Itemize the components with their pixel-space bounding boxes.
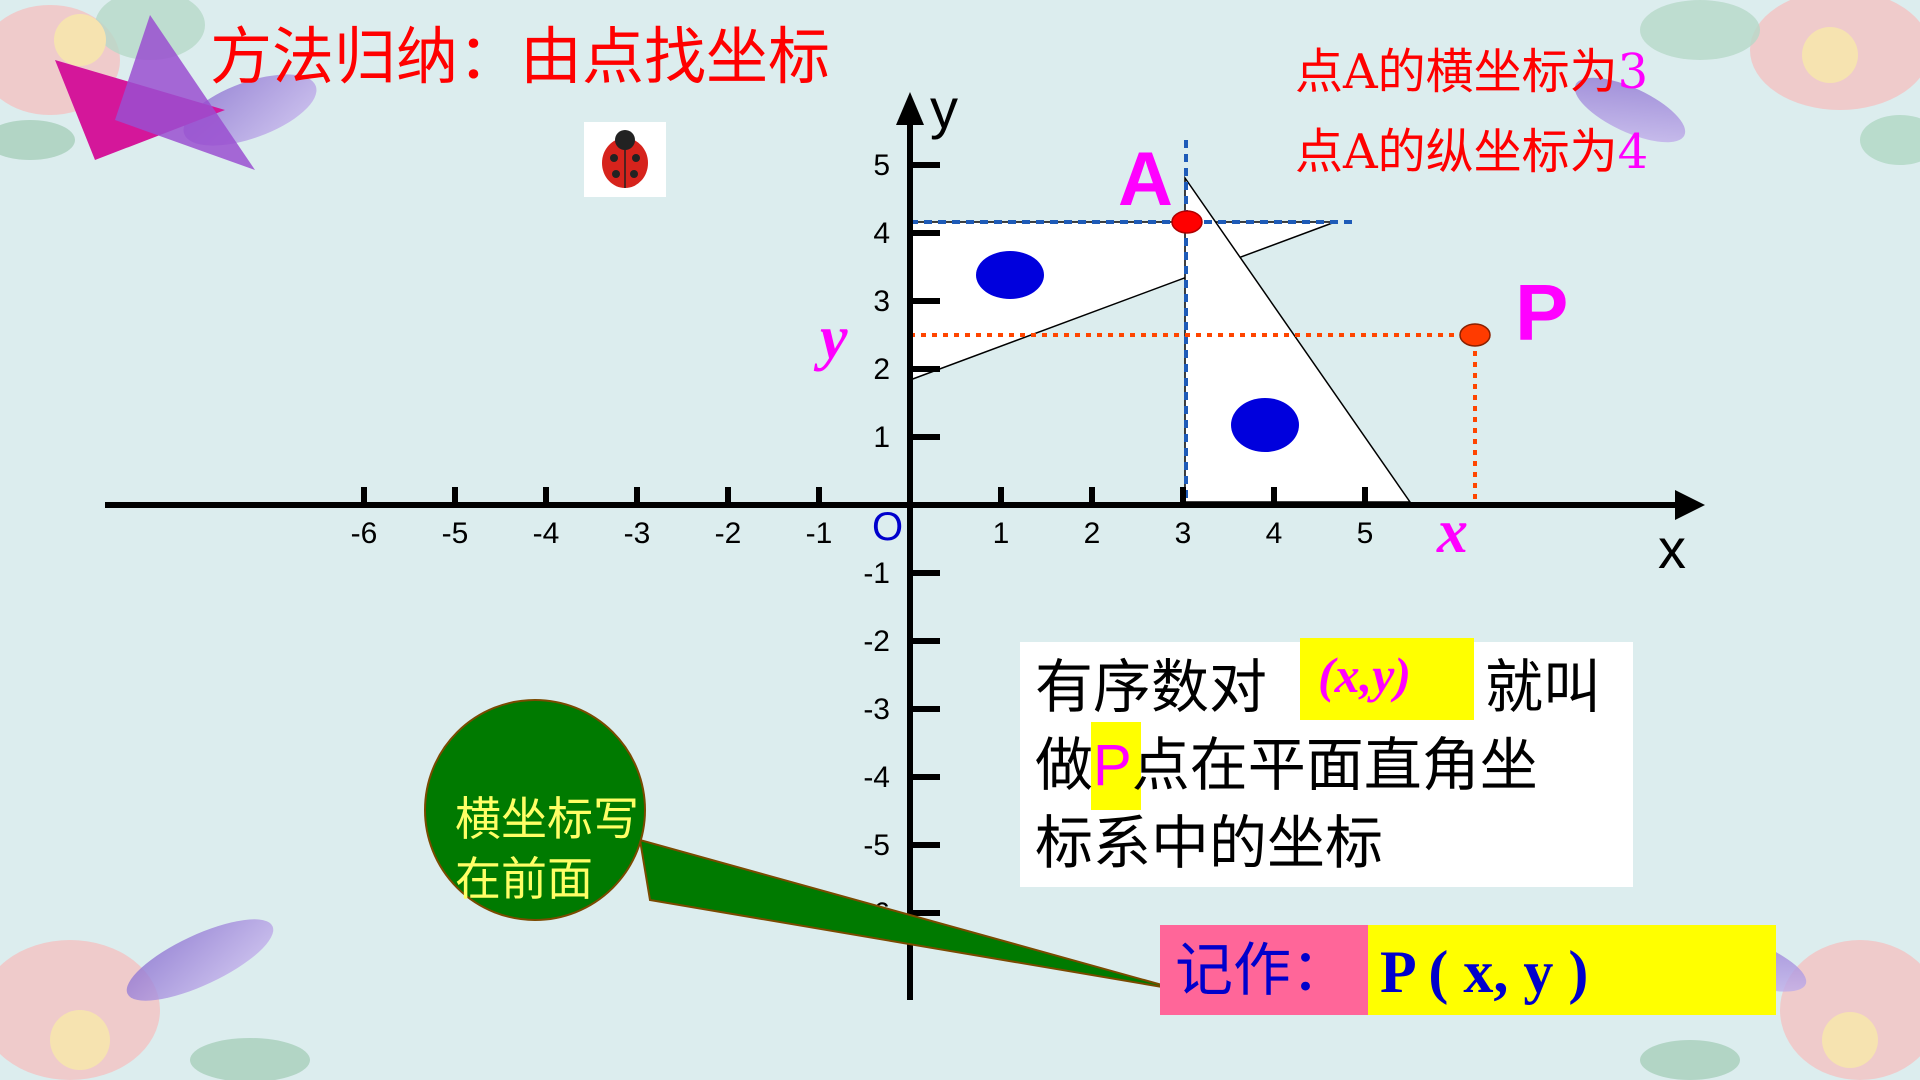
definition-line1: 有序数对	[1035, 653, 1267, 721]
y-axis-arrowhead	[896, 92, 924, 125]
definition-p: P	[1093, 733, 1132, 798]
definition-part4: 点在平面直角坐	[1132, 731, 1538, 799]
floral-corner-top-left	[0, 0, 317, 160]
x-tick-label: 5	[1357, 517, 1374, 550]
floral-corner-top-right	[1574, 0, 1920, 165]
y-tick-label: -2	[863, 625, 890, 658]
title-arrow-decoration	[55, 15, 255, 170]
notation-label: 记作：	[1175, 936, 1349, 1004]
notation-formula-box	[1368, 925, 1776, 1015]
y-tick-label: 5	[873, 149, 890, 182]
note-a-line1: 点A的横坐标为3	[1295, 44, 1648, 100]
blue-dot-upper	[976, 251, 1044, 299]
x-tick-label: 4	[1266, 517, 1283, 550]
x-axis-ticks: -6 -5 -4 -3 -2 -1 1 2 3 4 5	[351, 487, 1374, 550]
y-tick-label: 3	[873, 285, 890, 318]
y-tick-label: 2	[873, 353, 890, 386]
note-a-line1-prefix: 点A的横坐标为	[1295, 44, 1618, 100]
x-tick-label: -3	[624, 517, 651, 550]
p-highlight	[1091, 722, 1141, 810]
callout-line2: 在前面	[455, 852, 593, 906]
x-tick-label: -1	[806, 517, 833, 550]
x-tick-label: 3	[1175, 517, 1192, 550]
definition-line2: 做P点在平面直角坐	[1035, 731, 1538, 799]
callout-bubble	[424, 699, 646, 921]
definition-part3: 做	[1035, 731, 1093, 799]
floral-corner-bottom-left	[0, 919, 310, 1080]
point-a-label: A	[1118, 137, 1173, 222]
ladybug-icon	[584, 122, 666, 197]
point-p-dot	[1459, 323, 1491, 347]
definition-part5: 标系中的坐标	[1035, 809, 1383, 877]
x-tick-label: 2	[1084, 517, 1101, 550]
y-tick-label: 1	[873, 421, 890, 454]
note-a-line2: 点A的纵坐标为4	[1295, 124, 1648, 180]
note-a-line2-prefix: 点A的纵坐标为	[1295, 124, 1618, 180]
notation-formula: P ( x, y )	[1380, 939, 1588, 1005]
y-tick-label: -1	[863, 557, 890, 590]
y-tick-label: -3	[863, 693, 890, 726]
page-title: 方法归纳：由点找坐标	[210, 20, 830, 93]
x-tick-label: -6	[351, 517, 378, 550]
y-tick-label: 4	[873, 217, 890, 250]
pair-highlight	[1300, 638, 1474, 720]
definition-pair: (x,y)	[1318, 647, 1411, 703]
x-tick-label: 1	[993, 517, 1010, 550]
y-axis-name: y	[930, 77, 958, 140]
point-a-dot	[1171, 210, 1203, 234]
notation-label-box	[1160, 925, 1370, 1015]
y-tick-label: -4	[863, 761, 890, 794]
x-tick-label: -2	[715, 517, 742, 550]
definition-part1: 有序数对	[1035, 653, 1267, 721]
point-p-y-label: y	[813, 304, 848, 372]
callout-pointer	[638, 838, 1181, 991]
x-axis-arrowhead	[1675, 490, 1705, 520]
callout-line1: 横坐标写	[455, 792, 639, 846]
point-p-x-label: x	[1436, 498, 1468, 566]
point-p-label: P	[1515, 268, 1568, 357]
x-tick-label: -4	[533, 517, 560, 550]
definition-part2: 就叫	[1485, 653, 1601, 721]
x-axis-name: x	[1658, 517, 1686, 580]
note-a-line2-value: 4	[1618, 124, 1649, 180]
note-a-line1-value: 3	[1618, 44, 1649, 100]
x-tick-label: -5	[442, 517, 469, 550]
origin-label: O	[872, 505, 903, 549]
y-tick-label: -5	[863, 829, 890, 862]
blue-dot-lower	[1231, 398, 1299, 452]
